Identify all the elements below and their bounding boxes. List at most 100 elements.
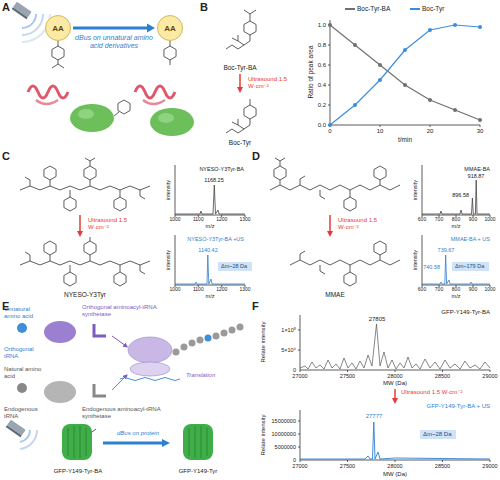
text-label: 1000 xyxy=(484,217,495,223)
text-label: 0 xyxy=(328,128,331,135)
text-label: Orthogonal tRNA xyxy=(4,346,44,360)
mass-shift-box: Δm~179 Da xyxy=(452,262,489,271)
panel-letter: F xyxy=(252,300,259,313)
legend-text: Boc-Tyr xyxy=(422,5,444,12)
text-label: 27500 xyxy=(340,373,355,379)
text-label: 1×10⁵ xyxy=(281,327,296,333)
text-label: 0.0 xyxy=(318,122,326,129)
text-label: 1100 xyxy=(193,217,204,223)
text-label: intensity xyxy=(412,250,418,270)
text-label: 28500 xyxy=(435,373,450,379)
legend-swatch xyxy=(410,8,420,10)
text-label: 0 xyxy=(293,367,296,373)
deconvoluted-spectrum xyxy=(298,315,490,462)
text-label: Boc-Tyr xyxy=(229,139,251,146)
protein-ribbon xyxy=(28,86,194,136)
text-label: 1100 xyxy=(193,287,204,293)
panel-letter: D xyxy=(252,150,260,163)
text-label: 1300 xyxy=(239,287,250,293)
text-label: 5×10⁴ xyxy=(281,347,296,353)
text-label: GFP-Y149-Tyr-BA + US xyxy=(426,403,490,410)
text-label: 27805 xyxy=(369,316,386,323)
text-label: 0.8 xyxy=(318,42,326,49)
ultrasound-arrow xyxy=(239,74,241,90)
text-label: 1.0 xyxy=(318,22,326,29)
text-label: Boc-Tyr-BA xyxy=(223,64,256,71)
text-label: Ratio of peak area xyxy=(307,45,314,98)
text-label: 1200 xyxy=(216,287,227,293)
text-label: m/z xyxy=(452,223,461,229)
text-label: Endogenous aminoacyl-tRNA synthetase xyxy=(82,406,162,420)
node-text: Δm~28 Da xyxy=(423,431,452,437)
text-label: 600 xyxy=(418,217,426,223)
text-label: 1168.25 xyxy=(204,177,223,183)
ultrasound-arrow xyxy=(394,389,396,401)
arrow-head xyxy=(147,24,155,33)
text-label: 700 xyxy=(435,287,443,293)
text-label: 10000000 xyxy=(272,431,296,437)
text-label: 1000 xyxy=(484,287,495,293)
text-label: Translation xyxy=(186,372,215,379)
text-label: 900 xyxy=(469,217,477,223)
connector-line xyxy=(73,27,149,30)
node-text: AA xyxy=(164,24,176,33)
node-text: Δm~179 Da xyxy=(455,263,484,269)
legend-entry: Boc-Tyr xyxy=(410,5,444,13)
amino-acid-circle: AA xyxy=(45,15,71,41)
text-label: 1000 xyxy=(169,287,180,293)
panel-letter: B xyxy=(200,1,208,14)
panel-letter: A xyxy=(2,1,10,14)
text-label: GFP-Y149-Tyr-BA xyxy=(54,468,103,475)
text-label: 5000000 xyxy=(275,444,296,450)
text-label: 28000 xyxy=(387,373,402,379)
text-label: MW (Da) xyxy=(383,380,407,387)
chemical-structure xyxy=(226,10,256,133)
text-label: 700 xyxy=(435,217,443,223)
translation-scheme xyxy=(17,321,244,403)
line-chart xyxy=(328,20,482,127)
text-label: Ultrasound 1.5 W·cm⁻² xyxy=(248,76,296,90)
text-label: 0.4 xyxy=(318,82,326,89)
text-label: intensity xyxy=(165,180,171,200)
text-label: m/z xyxy=(452,293,461,299)
text-label: 29000 xyxy=(482,373,497,379)
mass-spectrum xyxy=(422,165,490,287)
text-label: t/min xyxy=(398,136,412,143)
text-label: 739.67 xyxy=(438,247,455,253)
edge-label: dBus on unnatural amino acid derivatives xyxy=(72,34,156,50)
text-label: MW (Da) xyxy=(383,471,407,478)
mass-shift-box: Δm~28 Da xyxy=(218,262,252,271)
node-text: Δm~28 Da xyxy=(221,263,247,269)
node-text: AA xyxy=(52,24,64,33)
text-label: m/z xyxy=(206,223,215,229)
text-label: 900 xyxy=(469,287,477,293)
text-label: 30 xyxy=(477,128,484,135)
text-label: 27777 xyxy=(366,413,383,420)
text-label: MMAE-BA + US xyxy=(451,236,490,242)
text-label: 918.87 xyxy=(468,173,485,179)
text-label: NYESO-Y3Tyr-BA xyxy=(199,166,244,172)
amino-acid-circle: AA xyxy=(157,15,183,41)
text-label: intensity xyxy=(412,180,418,200)
text-label: 27500 xyxy=(340,463,355,469)
text-label: 0 xyxy=(293,457,296,463)
legend-entry: Boc-Tyr-BA xyxy=(345,5,390,13)
text-label: Natural amino acid xyxy=(4,366,46,380)
mass-shift-box: Δm~28 Da xyxy=(420,430,456,439)
text-label: NYESO-Y3Tyr xyxy=(64,291,106,298)
text-label: Endogenous tRNA xyxy=(4,406,46,420)
text-label: NYESO-Y3Tyr-BA +US xyxy=(187,236,244,242)
text-label: 28500 xyxy=(435,463,450,469)
text-label: 1300 xyxy=(239,217,250,223)
connector-arrow xyxy=(73,24,155,33)
ultrasound-arrow xyxy=(329,215,331,234)
text-label: 15000000 xyxy=(272,418,296,424)
legend-text: Boc-Tyr-BA xyxy=(357,5,390,12)
panel-letter: C xyxy=(2,150,10,163)
text-label: Ultrasound 1.5 W·cm⁻² xyxy=(88,217,136,231)
text-label: 800 xyxy=(452,287,460,293)
text-label: Relate intensity xyxy=(260,321,267,362)
